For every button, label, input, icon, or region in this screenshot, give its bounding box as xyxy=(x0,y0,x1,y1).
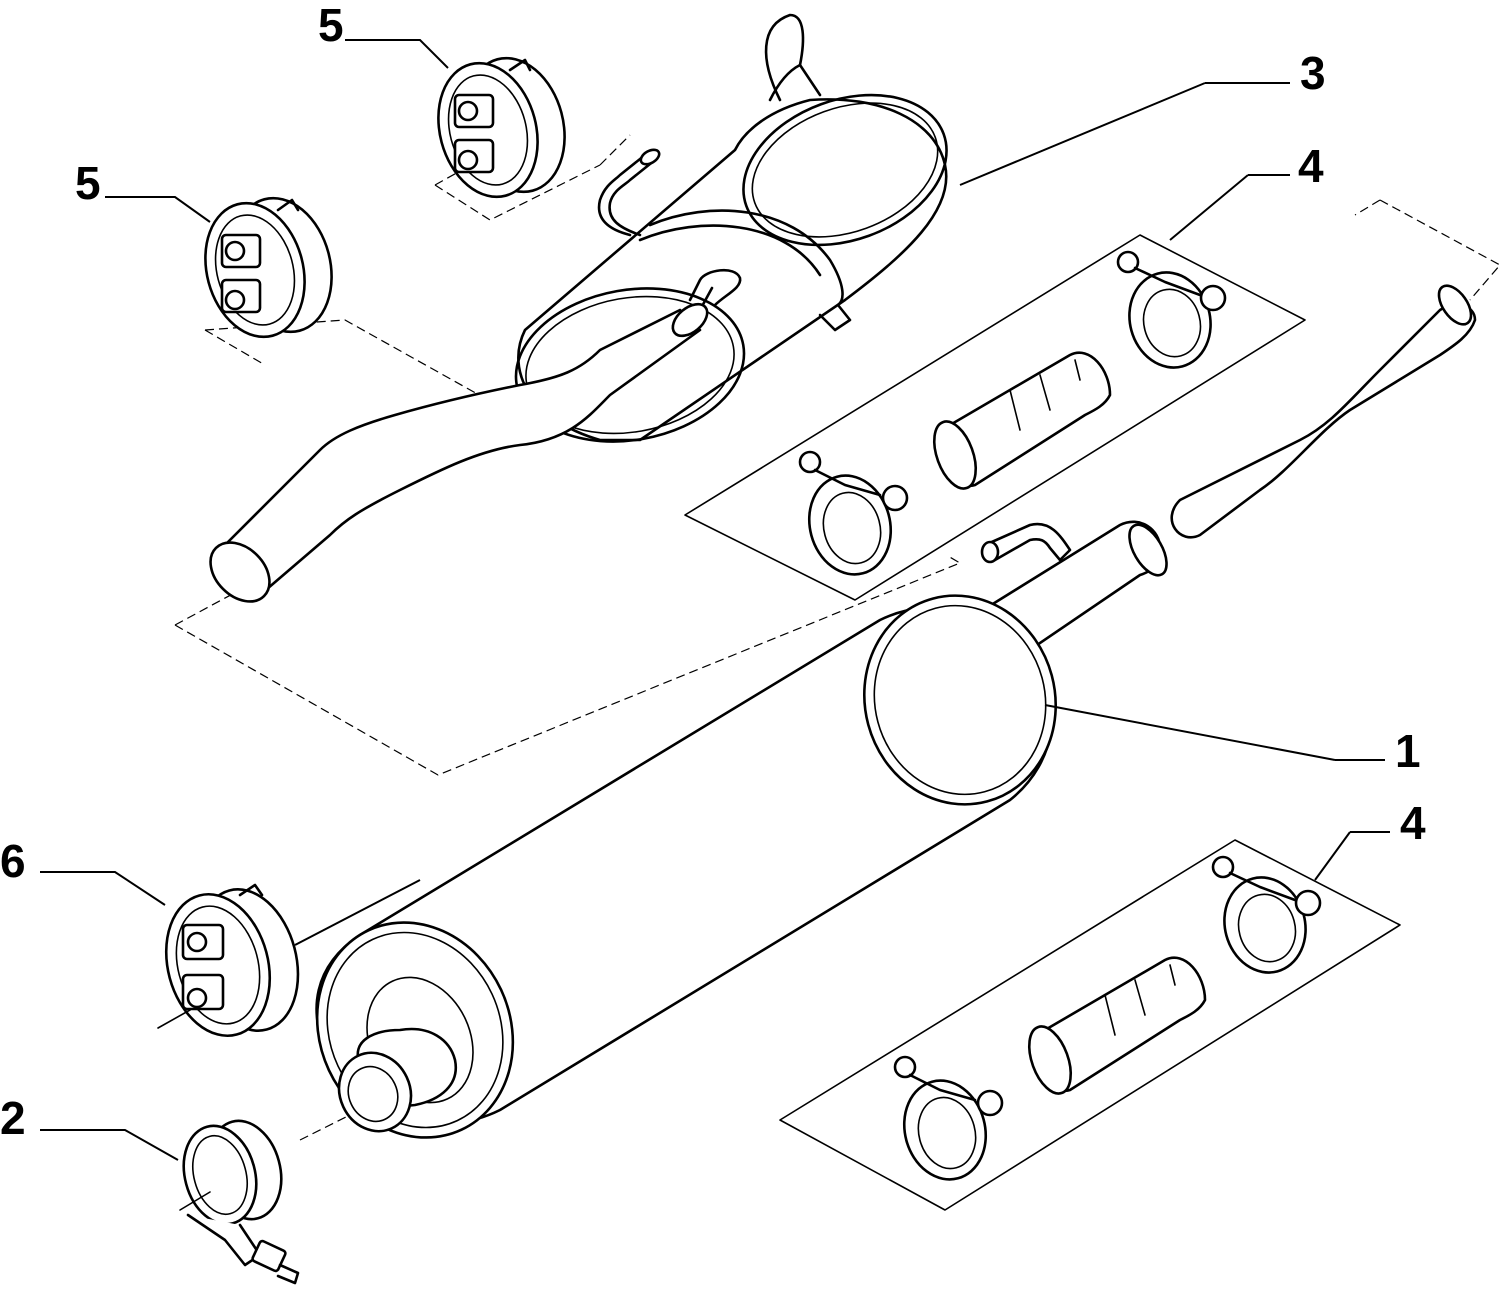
callout-part-4-upper: 4 xyxy=(1298,140,1324,192)
intermediate-pipe xyxy=(1170,284,1477,539)
rubber-mount-part-6 xyxy=(157,883,300,1038)
rubber-mount-left-part-5 xyxy=(204,196,333,339)
callout-part-5-top: 5 xyxy=(318,0,344,51)
inlet-clamp-part-2 xyxy=(179,1114,351,1285)
leader-lines xyxy=(40,39,1390,1161)
callout-part-5-left: 5 xyxy=(75,157,101,209)
callout-part-4-lower: 4 xyxy=(1400,797,1426,849)
callout-part-1: 1 xyxy=(1395,725,1421,777)
callout-part-6: 6 xyxy=(0,835,26,887)
callout-part-2: 2 xyxy=(0,1092,26,1144)
clamp-kit-upper-part-4 xyxy=(684,234,1306,601)
rear-silencer-part-3 xyxy=(209,13,948,603)
pipe-stub xyxy=(980,522,1072,564)
rubber-mount-top-part-5 xyxy=(437,56,566,199)
clamp-kit-lower-part-4 xyxy=(779,839,1401,1211)
callout-part-3: 3 xyxy=(1300,47,1326,99)
front-silencer-part-1 xyxy=(315,520,1168,1139)
